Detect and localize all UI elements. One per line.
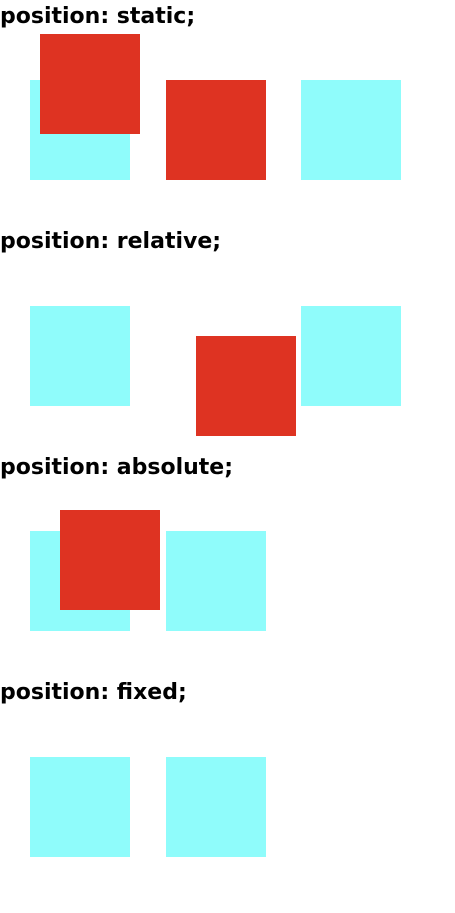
section-title-static: position: static; bbox=[0, 4, 196, 29]
section-title-fixed: position: fixed; bbox=[0, 680, 187, 705]
fixed-box-1 bbox=[30, 757, 130, 857]
relative-box-3 bbox=[301, 306, 401, 406]
relative-box-2 bbox=[196, 336, 296, 436]
static-box-3 bbox=[301, 80, 401, 180]
absolute-box-2 bbox=[60, 510, 160, 610]
absolute-box-3 bbox=[166, 531, 266, 631]
relative-box-1 bbox=[30, 306, 130, 406]
static-box-2 bbox=[166, 80, 266, 180]
static-fixed-box bbox=[40, 34, 140, 134]
fixed-box-3 bbox=[166, 757, 266, 857]
section-title-absolute: position: absolute; bbox=[0, 455, 234, 480]
section-title-relative: position: relative; bbox=[0, 229, 222, 254]
